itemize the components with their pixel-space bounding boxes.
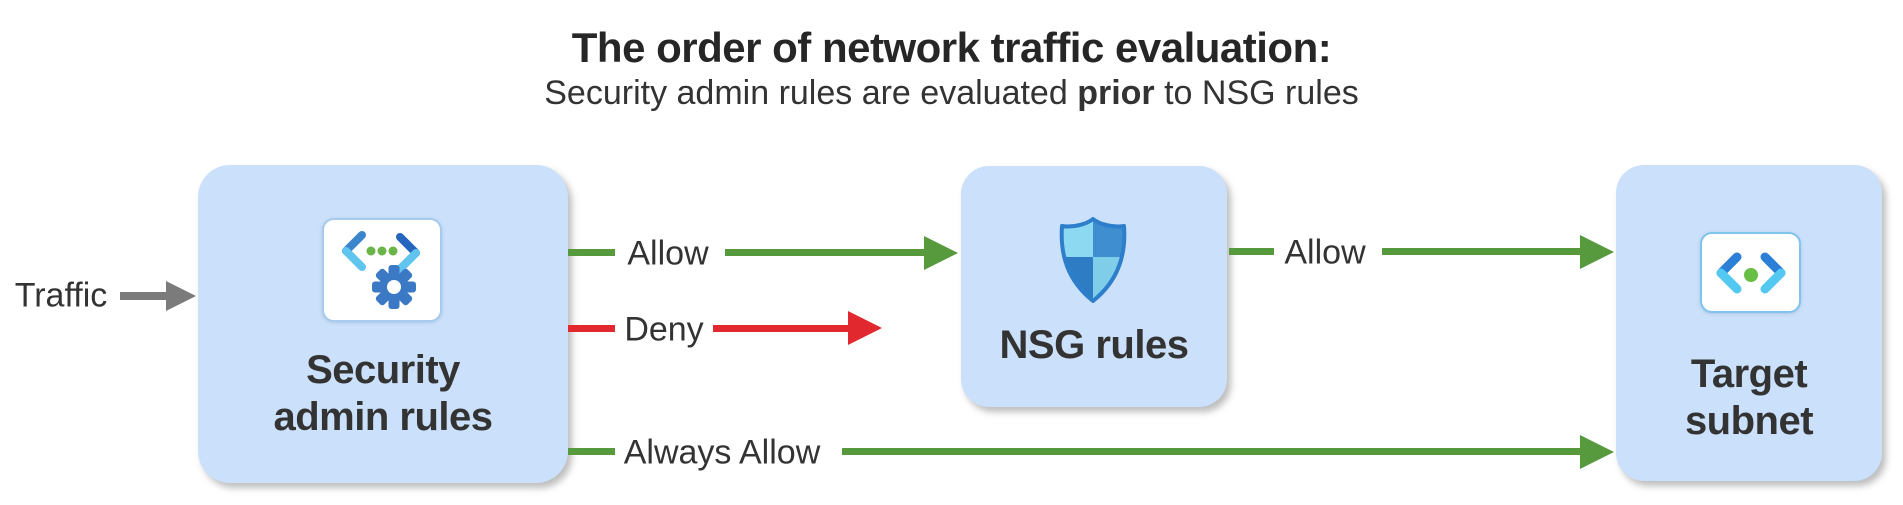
allow-to-nsg-label: Allow [627,234,709,273]
always-allow-arrow-stub [568,448,615,455]
deny-arrowhead-icon [848,311,882,345]
subtitle-emphasis: prior [1077,74,1155,112]
allow-to-nsg-arrowhead-icon [924,236,958,270]
allow-to-target-arrow-stub [1229,248,1274,255]
subtitle-prefix: Security admin rules are evaluated [544,74,1078,112]
target-subnet-label-line1: Target [1690,352,1808,396]
code-brackets-dot-icon [1716,252,1785,293]
always-allow-arrow-line [842,448,1580,455]
security-admin-icon-tile [322,218,442,322]
node-target-subnet: Target subnet [1616,165,1882,481]
security-admin-rules-label-line2: admin rules [273,395,493,439]
target-subnet-icon-tile [1700,232,1801,313]
node-security-admin-rules: Security admin rules [198,165,568,483]
deny-arrow-line [713,325,849,332]
target-subnet-label-line2: subnet [1684,399,1814,443]
allow-to-target-arrow-line [1382,248,1580,255]
traffic-label: Traffic [14,276,108,315]
security-admin-rules-label: Security admin rules [198,347,568,441]
diagram-title: The order of network traffic evaluation: [571,24,1332,71]
allow-to-nsg-arrow-stub [568,249,615,256]
traffic-arrowhead-icon [166,281,196,311]
allow-to-nsg-arrow-line [725,249,925,256]
always-allow-label: Always Allow [623,433,821,472]
allow-to-target-label: Allow [1284,233,1366,272]
subtitle-suffix: to NSG rules [1154,74,1359,112]
nsg-shield-wrap [1057,216,1129,304]
security-admin-rules-label-line1: Security [306,348,460,392]
traffic-arrow-line [120,292,168,300]
nsg-rules-label: NSG rules [999,323,1189,367]
code-brackets-gear-icon [342,231,420,309]
diagram-subtitle: Security admin rules are evaluated prior… [0,74,1903,113]
deny-arrow-stub [568,325,615,332]
node-nsg-rules: NSG rules [961,166,1227,407]
allow-to-target-arrowhead-icon [1580,235,1614,269]
shield-quadrants-icon [1059,217,1127,303]
always-allow-arrowhead-icon [1580,435,1614,469]
deny-label: Deny [624,310,704,349]
target-subnet-label: Target subnet [1616,351,1882,445]
